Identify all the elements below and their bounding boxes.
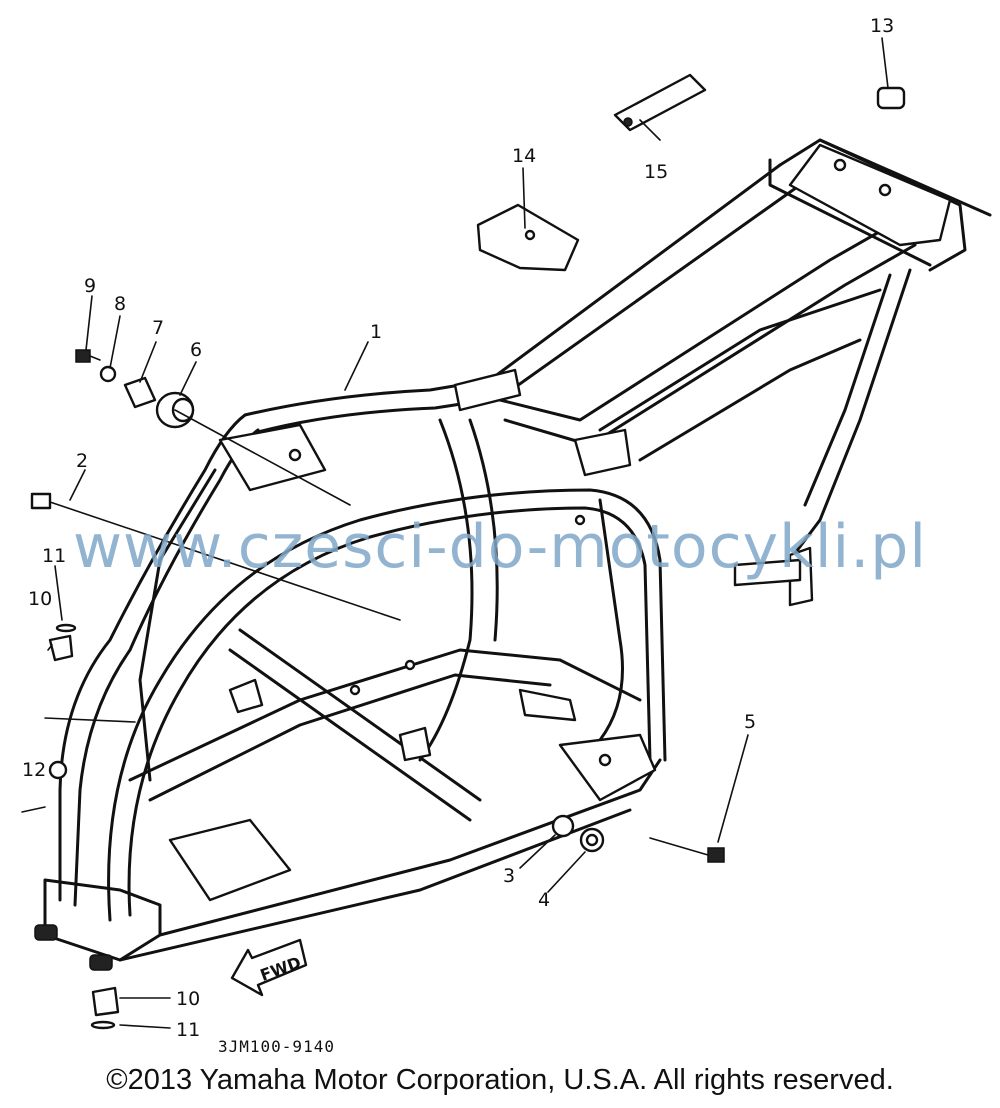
part-11-clip-bottom — [90, 1020, 116, 1030]
callout-12: 12 — [22, 759, 46, 781]
frame-rubber-feet — [34, 924, 113, 971]
main-frame — [43, 138, 992, 962]
callout-2: 2 — [76, 450, 88, 472]
callout-9: 9 — [84, 275, 96, 297]
part-14-pad — [476, 203, 580, 272]
part-15-strap — [613, 73, 707, 132]
callout-10-top: 10 — [28, 588, 52, 610]
part-10-rubber-bottom — [91, 986, 120, 1017]
part-7-collar — [123, 376, 157, 409]
leader-lines — [44, 37, 889, 1029]
callout-labels: 1 2 3 4 5 6 7 8 9 10 10 11 11 12 13 14 1… — [22, 15, 894, 1041]
watermark: www.czesci-do-motocykli.pl — [72, 512, 928, 582]
part-9-bolt — [75, 349, 101, 363]
callout-11-top: 11 — [42, 545, 66, 567]
part-3-washer — [551, 814, 575, 838]
callout-13: 13 — [870, 15, 894, 37]
part-6-bushing — [155, 391, 195, 429]
callout-4: 4 — [538, 889, 550, 911]
part-12-screw — [21, 760, 68, 813]
callout-6: 6 — [190, 339, 202, 361]
part-5-bolt — [649, 837, 725, 863]
callout-8: 8 — [114, 293, 126, 315]
callout-5: 5 — [744, 711, 756, 733]
part-11-clip-top — [55, 623, 77, 633]
callout-7: 7 — [152, 317, 164, 339]
callout-3: 3 — [503, 865, 515, 887]
callout-14: 14 — [512, 145, 536, 167]
diagram-code: 3JM100-9140 — [218, 1037, 335, 1056]
part-13-cap — [876, 86, 906, 110]
part-2-bolt — [30, 492, 401, 621]
callout-10-bottom: 10 — [176, 988, 200, 1010]
part-4-nut — [579, 827, 605, 853]
callout-1: 1 — [370, 321, 382, 343]
callout-15: 15 — [644, 161, 668, 183]
callout-11-bottom: 11 — [176, 1019, 200, 1041]
part-8-washer — [99, 365, 117, 383]
copyright-notice: ©2013 Yamaha Motor Corporation, U.S.A. A… — [106, 1064, 894, 1096]
part-10-rubber-top — [48, 634, 74, 662]
fwd-arrow: FWD — [230, 938, 308, 997]
